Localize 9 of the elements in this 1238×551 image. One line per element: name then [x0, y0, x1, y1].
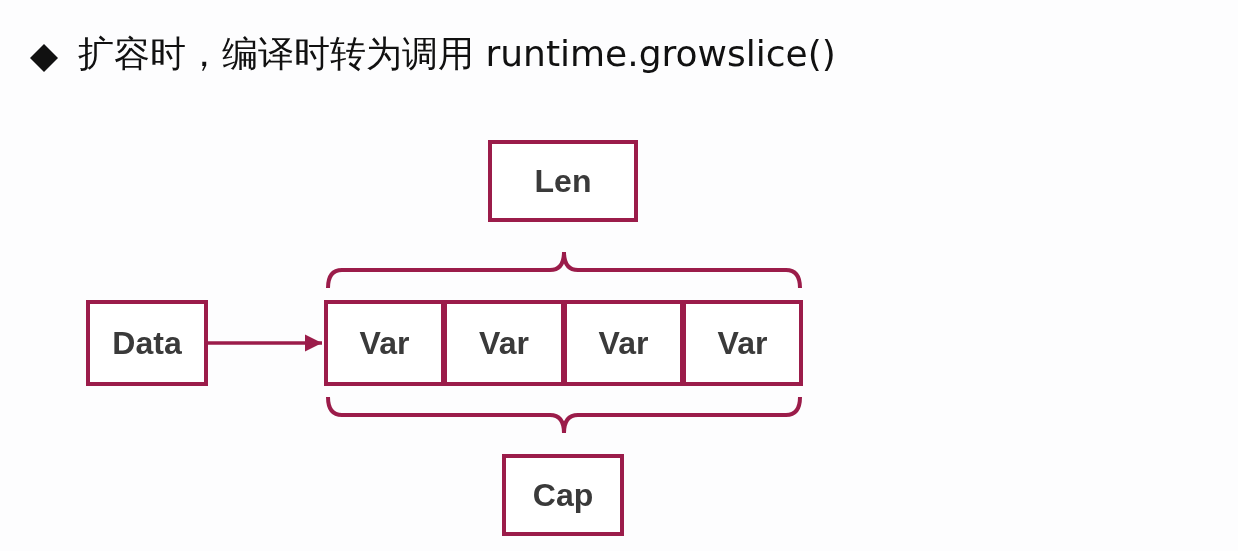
field-box: Var — [443, 300, 565, 386]
field-box: Var — [563, 300, 684, 386]
field-box: Var — [324, 300, 445, 386]
field-box: Var — [682, 300, 803, 386]
field-box: Len — [488, 140, 638, 222]
field-box: Cap — [502, 454, 624, 536]
arrow — [208, 334, 322, 352]
title: 扩容时，编译时转为调用 runtime.growslice() — [78, 32, 836, 76]
field-box: Data — [86, 300, 208, 386]
